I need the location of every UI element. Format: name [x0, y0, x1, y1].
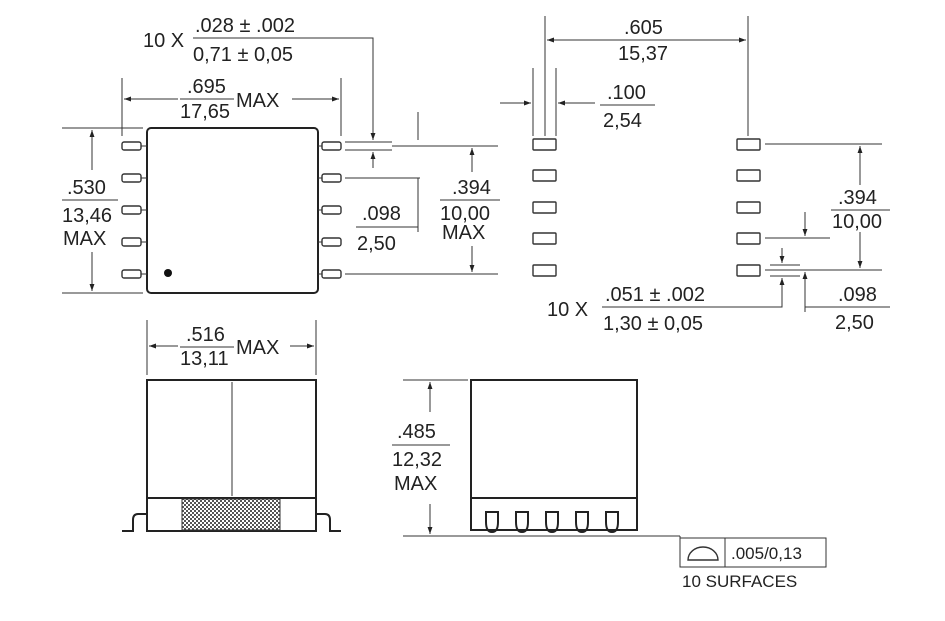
coplanarity-surfaces: 10 SURFACES [682, 572, 797, 591]
fp-pad-spacing-in: .605 [624, 17, 663, 39]
top-body-length-mm: 17,65 [180, 101, 230, 123]
top-pad-width-mm: 0,71 ± 0,05 [193, 44, 293, 66]
top-view: 10 X .028 ± .002 0,71 ± 0,05 .695 17,65 … [62, 15, 500, 294]
end-height-mm: 12,32 [392, 449, 442, 471]
end-view-terminals [485, 511, 619, 534]
top-view-right-pins [318, 141, 342, 279]
end-height-in: .485 [397, 421, 436, 443]
fp-pad-length-mm: 2,54 [603, 110, 642, 132]
fp-pitch-in: .098 [838, 284, 877, 306]
fp-pitch-mm: 2,50 [835, 312, 874, 334]
pin1-marker [164, 269, 172, 277]
top-body-length-in: .695 [187, 76, 226, 98]
footprint-view: .605 15,37 .100 2,54 .394 10,00 .098 2,5… [500, 16, 890, 335]
end-view-body [470, 379, 638, 499]
fp-pad-width-mm: 1,30 ± 0,05 [603, 313, 703, 335]
fp-pad-width-in: .051 ± .002 [605, 284, 705, 306]
side-width-mm: 13,11 [180, 348, 229, 370]
top-body-width-suffix: MAX [63, 228, 106, 250]
profile-of-surface-icon [687, 546, 719, 561]
side-view-winding [181, 498, 281, 531]
top-pad-width-in: .028 ± .002 [195, 15, 295, 37]
coplanarity-tolerance: .005/0,13 [731, 544, 802, 563]
top-body-width-mm: 13,46 [62, 205, 112, 227]
fp-pad-length-in: .100 [607, 82, 646, 104]
fp-row-span-mm: 10,00 [832, 211, 882, 233]
top-view-left-pins [121, 141, 147, 279]
top-pitch-in: .098 [362, 203, 401, 225]
side-view: .516 13,11 MAX [122, 320, 341, 532]
top-pitch-mm: 2,50 [357, 233, 396, 255]
top-row-span-in: .394 [452, 177, 491, 199]
top-body-width-in: .530 [67, 177, 106, 199]
top-row-span-mm: 10,00 [440, 203, 490, 225]
end-height-suffix: MAX [394, 473, 437, 495]
fp-row-span-in: .394 [838, 187, 877, 209]
top-pad-count-prefix: 10 X [143, 30, 184, 52]
end-view: .485 12,32 MAX [392, 379, 680, 537]
fp-pad-spacing-mm: 15,37 [618, 43, 668, 65]
footprint-right-pads [736, 138, 761, 277]
footprint-left-pads [532, 138, 557, 277]
top-row-span-suffix: MAX [442, 222, 485, 244]
end-view-base [470, 497, 638, 531]
top-view-body [146, 127, 319, 294]
coplanarity-callout: .005/0,13 10 SURFACES [679, 536, 827, 591]
side-width-in: .516 [186, 324, 225, 346]
side-width-suffix: MAX [236, 337, 279, 359]
fp-pad-count-prefix: 10 X [547, 299, 588, 321]
top-body-length-suffix: MAX [236, 90, 279, 112]
